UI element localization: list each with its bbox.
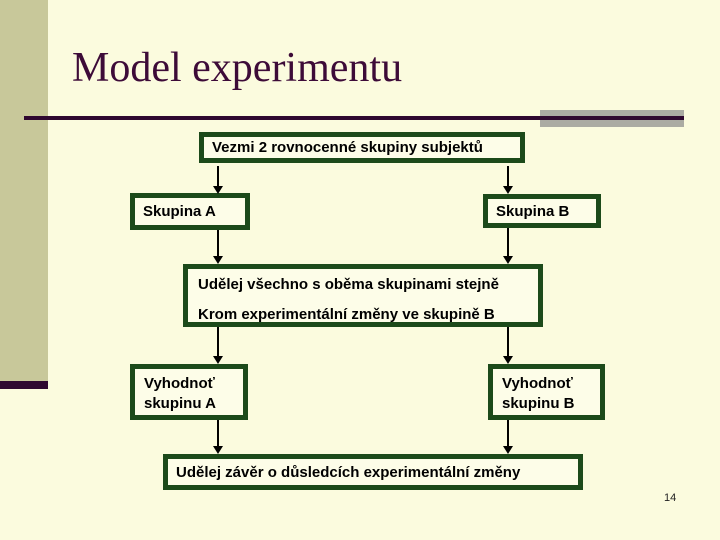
- flow-box-line2: Krom experimentální změny ve skupině B: [198, 306, 495, 323]
- sidebar-footer-bar: [0, 381, 48, 389]
- arrow-eval-a-to-conclusion: [212, 420, 224, 454]
- arrow-eval-b-to-conclusion: [502, 420, 514, 454]
- page-number: 14: [664, 492, 677, 504]
- sidebar-accent-bar: [0, 0, 48, 381]
- arrow-head-icon: [213, 256, 223, 264]
- flow-box-label: Udělej závěr o důsledcích experimentální…: [176, 463, 521, 481]
- arrow-head-icon: [503, 186, 513, 194]
- arrow-shaft: [217, 166, 219, 187]
- flow-box-group-a: Skupina A: [130, 193, 250, 230]
- arrow-shaft: [217, 327, 219, 357]
- flow-box-label: Skupina A: [143, 203, 216, 220]
- arrow-head-icon: [213, 186, 223, 194]
- flow-box-line2: skupinu B: [502, 395, 575, 412]
- flow-box-evaluate-group-b: Vyhodnoť skupinu B: [488, 364, 605, 420]
- arrow-shaft: [507, 420, 509, 447]
- arrow-head-icon: [213, 356, 223, 364]
- flow-box-conclusion: Udělej závěr o důsledcích experimentální…: [163, 454, 583, 490]
- flow-box-equal-treatment: Udělej všechno s oběma skupinami stejně …: [183, 264, 543, 327]
- arrow-top-to-group-b: [502, 166, 514, 194]
- arrow-shaft: [507, 327, 509, 357]
- flow-box-line1: Udělej všechno s oběma skupinami stejně: [198, 276, 499, 293]
- arrow-top-to-group-a: [212, 166, 224, 194]
- flow-box-evaluate-group-a: Vyhodnoť skupinu A: [130, 364, 248, 420]
- arrow-head-icon: [503, 446, 513, 454]
- flow-box-label: Skupina B: [496, 202, 570, 220]
- title-underline: [24, 116, 684, 120]
- slide-title: Model experimentu: [72, 45, 403, 91]
- arrow-treatment-to-eval-b: [502, 327, 514, 364]
- arrow-shaft: [507, 228, 509, 257]
- flow-box-group-b: Skupina B: [483, 194, 601, 228]
- arrow-treatment-to-eval-a: [212, 327, 224, 364]
- arrow-head-icon: [503, 256, 513, 264]
- arrow-group-a-to-treatment: [212, 230, 224, 264]
- arrow-shaft: [217, 420, 219, 447]
- arrow-shaft: [217, 230, 219, 257]
- flow-box-line2: skupinu A: [144, 395, 216, 412]
- arrow-shaft: [507, 166, 509, 187]
- flow-box-line1: Vyhodnoť: [144, 375, 215, 392]
- arrow-head-icon: [213, 446, 223, 454]
- flow-box-line1: Vyhodnoť: [502, 375, 573, 392]
- flow-box-take-two-groups: Vezmi 2 rovnocenné skupiny subjektů: [199, 132, 525, 163]
- arrow-head-icon: [503, 356, 513, 364]
- flow-box-label: Vezmi 2 rovnocenné skupiny subjektů: [212, 139, 483, 156]
- arrow-group-b-to-treatment: [502, 228, 514, 264]
